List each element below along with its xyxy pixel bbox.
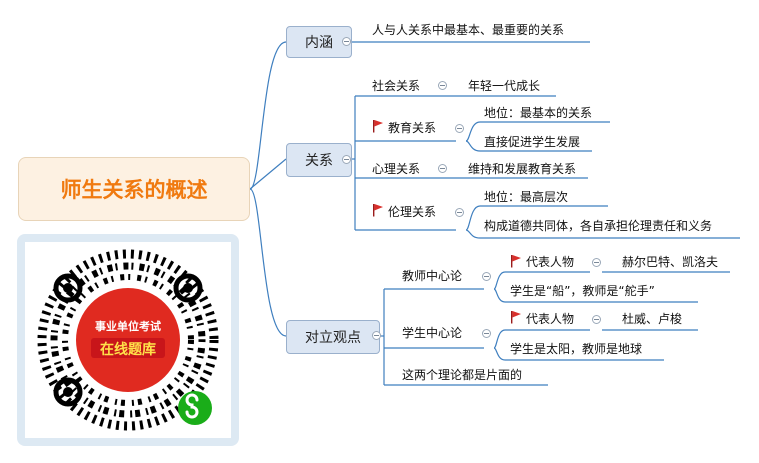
branch-duili[interactable]: 对立观点 [286,320,380,354]
branch-neihan[interactable]: 内涵 [286,26,352,58]
collapse-minus-icon[interactable] [482,272,491,281]
node-jiaoshi-daibiao[interactable]: 代表人物 [526,255,575,269]
qr-line1: 事业单位考试 [95,319,161,333]
wechat-miniprogram-icon [178,391,212,425]
qr-code-panel: 事业单位考试 在线题库 [17,234,239,446]
qr-code-pattern: 事业单位考试 在线题库 [37,249,219,431]
leaf-jiaoshi-note[interactable]: 学生是“船”，教师是“舵手” [510,284,655,298]
red-flag-icon [373,204,383,217]
red-flag-icon [373,120,383,133]
central-topic[interactable]: 师生关系的概述 [18,157,250,221]
collapse-minus-icon[interactable] [372,331,381,340]
collapse-minus-icon[interactable] [592,258,601,267]
qr-line2: 在线题库 [100,341,156,358]
red-flag-icon [511,311,521,324]
node-xuesheng-zhongxin[interactable]: 学生中心论 [402,326,463,340]
collapse-minus-icon[interactable] [592,315,601,324]
collapse-minus-icon[interactable] [438,164,447,173]
central-topic-label: 师生关系的概述 [60,178,208,202]
leaf-jiaoshi-renwu[interactable]: 赫尔巴特、凯洛夫 [622,255,719,269]
node-xuesheng-daibiao[interactable]: 代表人物 [526,312,575,326]
leaf-lunli-1[interactable]: 地位：最高层次 [484,190,569,204]
leaf-xuesheng-note[interactable]: 学生是太阳，教师是地球 [510,342,643,356]
leaf-jiaoyu-2[interactable]: 直接促进学生发展 [484,135,581,149]
leaf-xinli-1[interactable]: 维持和发展教育关系 [468,162,577,176]
branch-guanxi-label: 关系 [305,153,333,169]
collapse-minus-icon[interactable] [342,37,351,46]
node-lunli[interactable]: 伦理关系 [388,205,437,219]
node-shehui[interactable]: 社会关系 [372,79,421,93]
branch-guanxi[interactable]: 关系 [286,143,352,177]
collapse-minus-icon[interactable] [455,208,464,217]
branch-duili-label: 对立观点 [305,330,361,346]
branch-neihan-label: 内涵 [305,35,333,51]
collapse-minus-icon[interactable] [342,155,351,164]
qr-code[interactable]: 事业单位考试 在线题库 [25,242,231,438]
red-flag-icon [511,255,521,268]
collapse-minus-icon[interactable] [438,81,447,90]
leaf-jiaoyu-1[interactable]: 地位：最基本的关系 [484,106,593,120]
leaf-lunli-2[interactable]: 构成道德共同体，各自承担伦理责任和义务 [484,219,713,233]
leaf-shehui-1[interactable]: 年轻一代成长 [468,79,541,93]
node-xinli[interactable]: 心理关系 [372,162,421,176]
node-jiaoshi-zhongxin[interactable]: 教师中心论 [402,269,463,283]
leaf-xuesheng-renwu[interactable]: 杜威、卢梭 [622,312,683,326]
collapse-minus-icon[interactable] [455,124,464,133]
collapse-minus-icon[interactable] [482,329,491,338]
leaf-neihan[interactable]: 人与人关系中最基本、最重要的关系 [372,23,565,37]
node-jiaoyu[interactable]: 教育关系 [388,121,437,135]
leaf-duili-summary[interactable]: 这两个理论都是片面的 [402,368,523,382]
